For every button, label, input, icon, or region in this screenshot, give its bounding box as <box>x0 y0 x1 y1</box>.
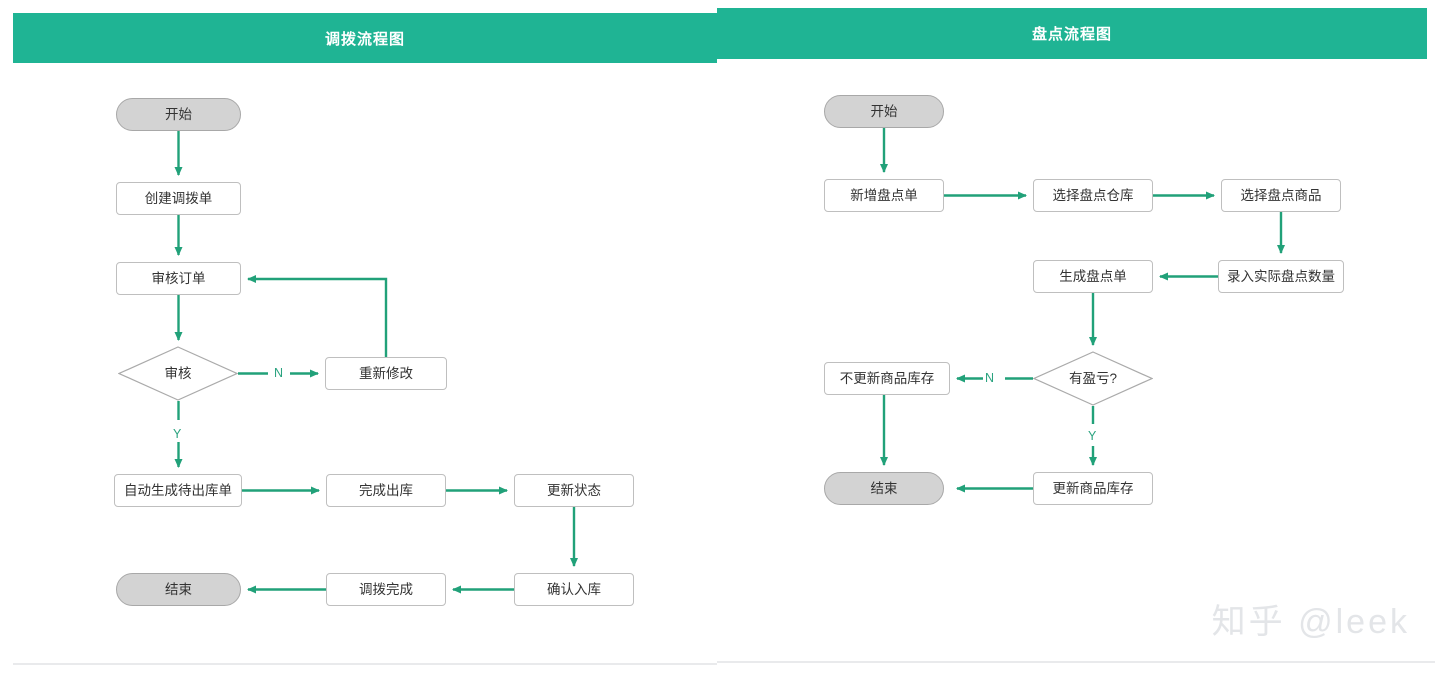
panel-header-transfer: 调拨流程图 <box>13 13 717 63</box>
node-stocktake-no-update-stock[interactable]: 不更新商品库存 <box>824 362 950 395</box>
node-transfer-outbound[interactable]: 完成出库 <box>326 474 446 507</box>
edge-label-yes: Y <box>1088 429 1097 443</box>
node-transfer-confirm-inbound[interactable]: 确认入库 <box>514 573 634 606</box>
node-label: 自动生成待出库单 <box>124 482 232 498</box>
node-label: 有盈亏? <box>1068 370 1117 386</box>
node-transfer-rework[interactable]: 重新修改 <box>325 357 447 390</box>
node-label: 选择盘点商品 <box>1240 187 1322 203</box>
diamond-shape <box>118 346 238 401</box>
node-stocktake-generate-sheet[interactable]: 生成盘点单 <box>1033 260 1153 293</box>
node-label: 审核订单 <box>151 270 206 286</box>
node-transfer-update-status[interactable]: 更新状态 <box>514 474 634 507</box>
node-transfer-start[interactable]: 开始 <box>116 98 241 131</box>
node-label: 生成盘点单 <box>1059 268 1127 284</box>
node-transfer-end[interactable]: 结束 <box>116 573 241 606</box>
stocktake-flow-connectors <box>880 128 1285 493</box>
node-stocktake-pick-warehouse[interactable]: 选择盘点仓库 <box>1033 179 1153 212</box>
node-stocktake-update-stock[interactable]: 更新商品库存 <box>1033 472 1153 505</box>
node-label: 更新状态 <box>547 482 601 498</box>
node-transfer-audit[interactable]: 审核订单 <box>116 262 241 295</box>
node-label: 新增盘点单 <box>850 187 918 203</box>
node-label: 录入实际盘点数量 <box>1227 268 1335 284</box>
node-stocktake-new-sheet[interactable]: 新增盘点单 <box>824 179 944 212</box>
node-label: 结束 <box>870 480 898 496</box>
node-label: 结束 <box>165 581 192 597</box>
node-label: 更新商品库存 <box>1052 480 1134 496</box>
node-label: 选择盘点仓库 <box>1052 187 1134 203</box>
node-transfer-complete[interactable]: 调拨完成 <box>326 573 446 606</box>
node-stocktake-start[interactable]: 开始 <box>824 95 944 128</box>
edge-label-no: N <box>274 366 284 380</box>
node-label: 开始 <box>165 106 192 122</box>
edge-label-yes: Y <box>173 427 182 441</box>
node-label: 创建调拨单 <box>144 190 213 206</box>
node-label: 完成出库 <box>359 482 413 498</box>
node-label: 调拨完成 <box>359 581 413 597</box>
node-transfer-create[interactable]: 创建调拨单 <box>116 182 241 215</box>
node-label: 重新修改 <box>359 365 413 381</box>
node-stocktake-pick-goods[interactable]: 选择盘点商品 <box>1221 179 1341 212</box>
node-transfer-autogen[interactable]: 自动生成待出库单 <box>114 474 242 507</box>
node-transfer-decision[interactable]: 审核 <box>118 346 238 401</box>
edge-label-no: N <box>985 371 995 385</box>
node-label: 不更新商品库存 <box>839 370 935 386</box>
diamond-shape <box>1033 351 1153 406</box>
watermark: 知乎 @leek <box>1211 603 1410 641</box>
panel-divider-left <box>13 663 717 665</box>
node-stocktake-end[interactable]: 结束 <box>824 472 944 505</box>
panel-header-stocktake: 盘点流程图 <box>717 8 1427 59</box>
panel-stocktake-flow: 盘点流程图 <box>717 0 1440 679</box>
node-label: 审核 <box>164 365 192 381</box>
node-stocktake-enter-quantity[interactable]: 录入实际盘点数量 <box>1218 260 1344 293</box>
node-label: 确认入库 <box>547 581 601 597</box>
node-label: 开始 <box>870 103 898 119</box>
panel-divider-right <box>717 661 1435 663</box>
panel-transfer-flow: 调拨流程图 <box>0 0 717 679</box>
node-stocktake-decision[interactable]: 有盈亏? <box>1033 351 1153 406</box>
